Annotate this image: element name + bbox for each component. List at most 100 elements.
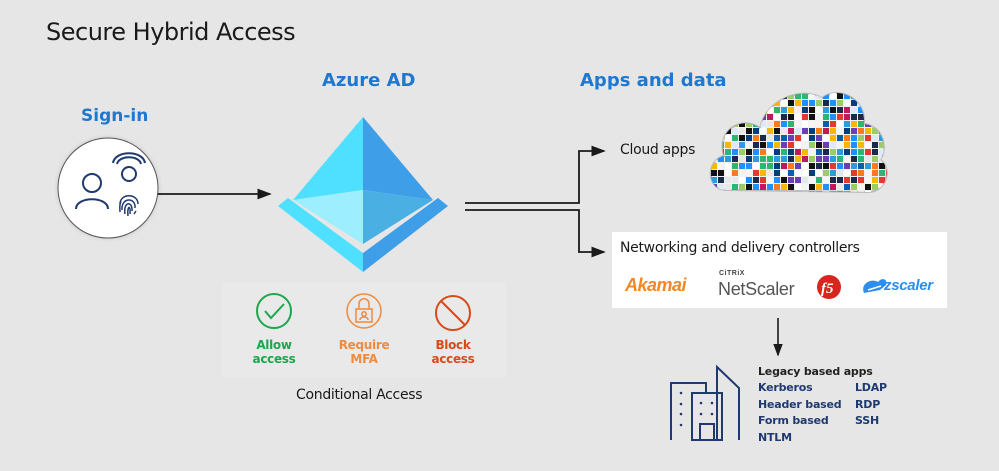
app-tile <box>788 114 794 120</box>
app-tile <box>788 128 794 134</box>
app-tile <box>767 163 773 169</box>
app-tile <box>774 177 780 183</box>
app-tile <box>823 149 829 155</box>
app-tile <box>823 156 829 162</box>
app-tile <box>711 149 717 155</box>
app-tile <box>711 142 717 148</box>
app-tile <box>781 86 787 92</box>
app-tile <box>809 107 815 113</box>
app-tile <box>753 177 759 183</box>
app-tile <box>872 135 878 141</box>
app-tile <box>704 107 710 113</box>
app-tile <box>858 135 864 141</box>
app-tile <box>788 177 794 183</box>
app-tile <box>725 107 731 113</box>
citrix-logo: CiTRiX <box>719 270 745 277</box>
app-tile <box>746 93 752 99</box>
app-tile <box>858 163 864 169</box>
app-tile <box>725 177 731 183</box>
app-tile <box>781 114 787 120</box>
app-tile <box>732 128 738 134</box>
app-tile <box>823 114 829 120</box>
app-tile <box>718 121 724 127</box>
app-tile <box>781 135 787 141</box>
app-tile <box>739 114 745 120</box>
app-tile <box>809 86 815 92</box>
app-tile <box>830 107 836 113</box>
app-tile <box>725 191 731 192</box>
app-tile <box>872 93 878 99</box>
app-tile <box>809 93 815 99</box>
app-tile <box>837 86 843 92</box>
app-tile <box>872 184 878 190</box>
app-tile <box>739 121 745 127</box>
app-tile <box>788 100 794 106</box>
app-tile <box>851 156 857 162</box>
app-tile <box>802 114 808 120</box>
app-tile <box>816 86 822 92</box>
app-tile <box>732 156 738 162</box>
app-tile <box>830 114 836 120</box>
app-tile <box>837 191 843 192</box>
app-tile <box>774 142 780 148</box>
app-tile <box>711 163 717 169</box>
app-tile <box>774 191 780 192</box>
app-tile <box>802 93 808 99</box>
app-tile <box>718 86 724 92</box>
app-tile <box>858 93 864 99</box>
app-tile <box>823 93 829 99</box>
app-tile <box>879 191 885 192</box>
app-tile <box>774 135 780 141</box>
app-tile <box>795 163 801 169</box>
app-tile <box>802 142 808 148</box>
app-tile <box>886 93 887 99</box>
app-tile <box>844 107 850 113</box>
app-tile <box>844 191 850 192</box>
app-tile <box>830 170 836 176</box>
app-tile <box>704 93 710 99</box>
app-tile <box>781 121 787 127</box>
app-tile <box>851 184 857 190</box>
app-tile <box>732 177 738 183</box>
app-tile <box>879 86 885 92</box>
app-tile <box>725 121 731 127</box>
app-tile <box>886 135 887 141</box>
app-tile <box>711 93 717 99</box>
app-tile <box>711 121 717 127</box>
app-tile <box>704 191 710 197</box>
app-tile <box>865 93 871 99</box>
svg-text:f5: f5 <box>821 281 834 297</box>
app-tile <box>774 170 780 176</box>
app-tile <box>774 93 780 99</box>
app-tile <box>781 191 787 192</box>
app-tile <box>795 135 801 141</box>
app-tile <box>725 100 731 106</box>
app-tile <box>795 184 801 190</box>
networking-controllers-box <box>612 232 947 308</box>
app-tile <box>865 86 871 92</box>
app-tile <box>718 93 724 99</box>
app-tile <box>816 135 822 141</box>
block-access-label: Block access <box>413 334 493 366</box>
app-tile <box>837 184 843 190</box>
app-tile <box>781 100 787 106</box>
legacy-item: RDP <box>855 398 881 411</box>
block-line2: access <box>431 352 475 366</box>
app-tile <box>704 128 710 134</box>
app-tile <box>886 191 887 192</box>
app-tile <box>760 184 766 190</box>
app-tile <box>704 149 710 155</box>
app-tile <box>739 177 745 183</box>
app-tile <box>851 114 857 120</box>
app-tile <box>858 114 864 120</box>
app-tile <box>739 100 745 106</box>
app-tile <box>809 177 815 183</box>
page-title: Secure Hybrid Access <box>46 18 296 46</box>
app-tile <box>872 142 878 148</box>
app-tile <box>809 135 815 141</box>
app-tile <box>760 107 766 113</box>
app-tile <box>879 100 885 106</box>
app-tile <box>760 149 766 155</box>
app-tile <box>795 170 801 176</box>
face-scan-icon <box>112 152 146 182</box>
